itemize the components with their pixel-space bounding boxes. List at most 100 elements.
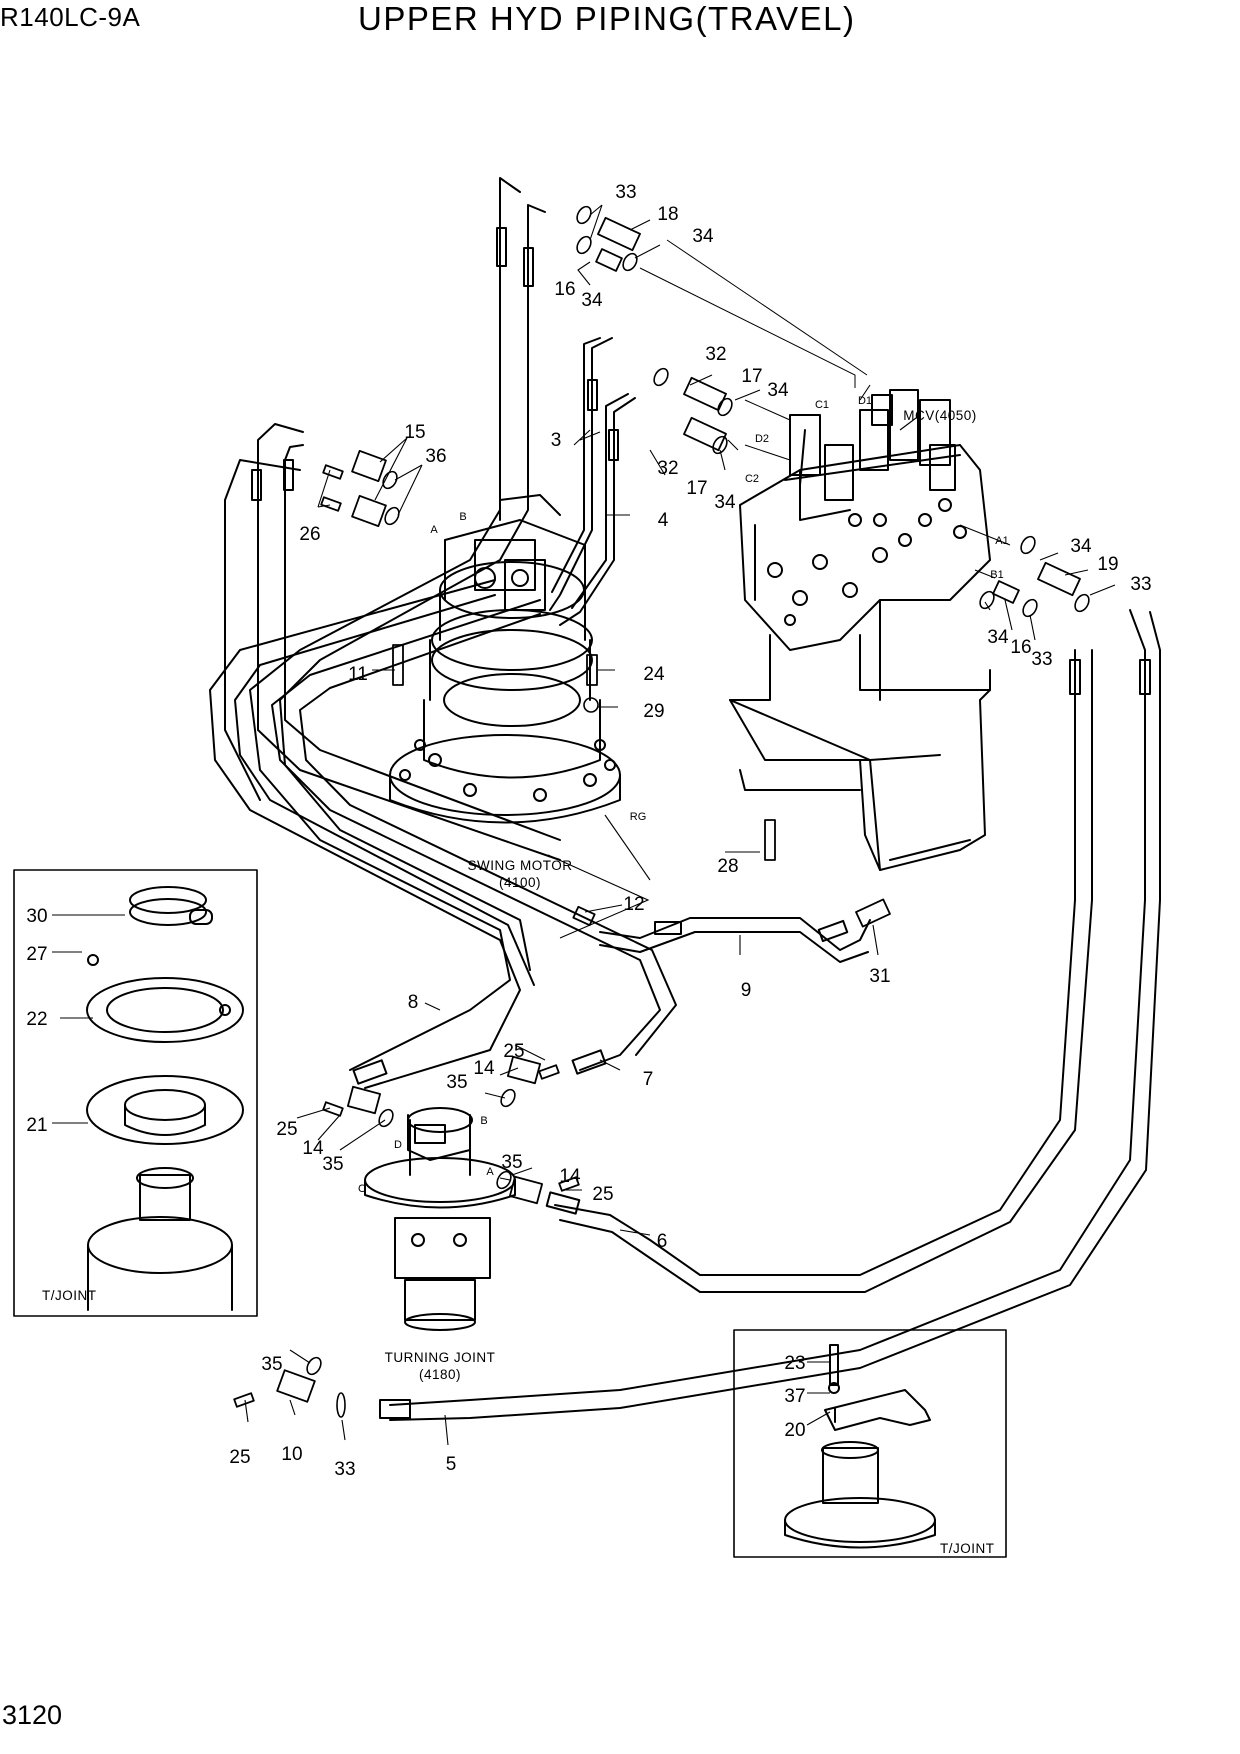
callout-35a: 35 xyxy=(446,1072,467,1093)
callout-23: 23 xyxy=(784,1353,805,1374)
callout-32a: 32 xyxy=(705,344,726,365)
port-b-tj: B xyxy=(480,1115,487,1127)
callout-33b: 33 xyxy=(1130,574,1151,595)
turning-joint-label: TURNING JOINT xyxy=(385,1350,496,1365)
turning-joint xyxy=(364,1107,516,1331)
callout-33c: 33 xyxy=(1031,649,1052,670)
port-guides xyxy=(639,239,1011,579)
callout-28: 28 xyxy=(717,856,738,877)
tjoint-left-label: T/JOINT xyxy=(42,1288,97,1303)
mcv-valve xyxy=(739,389,991,651)
callout-11: 11 xyxy=(348,664,368,685)
callout-27: 27 xyxy=(26,944,47,965)
tjoint-right-label: T/JOINT xyxy=(940,1541,995,1556)
callout-25d: 25 xyxy=(229,1447,250,1468)
callout-8: 8 xyxy=(408,992,419,1013)
port-a-tj: A xyxy=(486,1166,494,1178)
hose-8 xyxy=(209,579,521,1089)
swing-motor xyxy=(389,494,621,824)
inset-right-frame xyxy=(733,1329,1007,1558)
callout-34c: 34 xyxy=(767,380,789,401)
callout-layer: 33 18 34 16 34 32 17 34 3 32 17 34 4 15 … xyxy=(26,182,1151,1480)
hose-7 xyxy=(271,599,661,1071)
callout-33d: 33 xyxy=(334,1459,355,1480)
callout-7: 7 xyxy=(643,1069,654,1090)
swing-motor-label: SWING MOTOR xyxy=(468,858,573,873)
callout-34f: 34 xyxy=(987,627,1009,648)
callout-34d: 34 xyxy=(714,492,736,513)
callout-33a: 33 xyxy=(615,182,636,203)
callout-31: 31 xyxy=(869,966,890,987)
port-c2: C2 xyxy=(745,473,759,485)
mcv-label: MCV(4050) xyxy=(903,408,977,423)
callout-14a: 14 xyxy=(473,1058,495,1079)
hose-3 xyxy=(549,337,613,611)
callout-35b: 35 xyxy=(322,1154,343,1175)
hose-6 xyxy=(554,649,1076,1276)
callout-32b: 32 xyxy=(657,458,678,479)
hose-4 xyxy=(559,397,636,626)
callout-16a: 16 xyxy=(554,279,575,300)
callout-25c: 25 xyxy=(592,1184,613,1205)
callout-26: 26 xyxy=(299,524,320,545)
hose-9 xyxy=(599,917,871,951)
port-a-swing: A xyxy=(430,524,438,536)
page-title: UPPER HYD PIPING(TRAVEL) xyxy=(358,0,856,37)
hose-left-inner xyxy=(279,204,546,971)
callout-17a: 17 xyxy=(741,366,762,387)
callout-16b: 16 xyxy=(1010,637,1031,658)
callout-25a: 25 xyxy=(503,1041,524,1062)
port-d-tj: D xyxy=(394,1139,402,1151)
callout-10: 10 xyxy=(281,1444,302,1465)
port-a1: A1 xyxy=(995,535,1008,547)
inset-left-frame xyxy=(13,869,258,1317)
callout-35d: 35 xyxy=(261,1354,282,1375)
o-rings xyxy=(306,205,1090,1418)
hose-swing-ab-outer xyxy=(257,423,561,861)
swing-motor-ref: (4100) xyxy=(499,875,541,890)
inset-right-parts xyxy=(784,1344,936,1549)
callout-15: 15 xyxy=(404,422,425,443)
port-rg: RG xyxy=(630,811,647,823)
hose-5 xyxy=(389,609,1146,1406)
callout-12: 12 xyxy=(623,894,644,915)
callout-4: 4 xyxy=(658,510,669,531)
callout-14c: 14 xyxy=(559,1166,581,1187)
page-number: 3120 xyxy=(2,1700,63,1730)
callout-6: 6 xyxy=(657,1231,668,1252)
port-d2: D2 xyxy=(755,433,769,445)
callout-34b: 34 xyxy=(581,290,603,311)
port-d1: D1 xyxy=(858,395,872,407)
fittings xyxy=(233,216,1081,1408)
callout-30: 30 xyxy=(26,906,47,927)
callout-24: 24 xyxy=(643,664,665,685)
callout-21: 21 xyxy=(26,1115,47,1136)
callout-34a: 34 xyxy=(692,226,714,247)
port-b1: B1 xyxy=(990,569,1003,581)
turning-joint-ref: (4180) xyxy=(419,1367,461,1382)
hose-left-outer xyxy=(249,177,521,1071)
callout-17b: 17 xyxy=(686,478,707,499)
callout-9: 9 xyxy=(741,980,752,1001)
callout-35c: 35 xyxy=(501,1152,522,1173)
callout-5: 5 xyxy=(446,1454,457,1475)
callout-22: 22 xyxy=(26,1009,47,1030)
model-code: R140LC-9A xyxy=(0,2,141,32)
callout-3: 3 xyxy=(551,430,562,451)
mcv-bracket xyxy=(729,599,991,871)
callout-18: 18 xyxy=(657,204,678,225)
callout-14b: 14 xyxy=(302,1138,324,1159)
callout-20: 20 xyxy=(784,1420,805,1441)
port-c-tj: C xyxy=(358,1183,366,1195)
port-labels: C1 D1 D2 C2 A1 B1 A B RG B C D A xyxy=(358,395,1009,1195)
callout-34e: 34 xyxy=(1070,536,1092,557)
inset-left-parts xyxy=(86,886,244,1311)
callout-29: 29 xyxy=(643,701,664,722)
callout-37: 37 xyxy=(784,1386,805,1407)
port-b-swing: B xyxy=(459,511,466,523)
callout-25b: 25 xyxy=(276,1119,297,1140)
callout-36: 36 xyxy=(425,446,446,467)
port-c1: C1 xyxy=(815,399,829,411)
component-labels: SWING MOTOR (4100) TURNING JOINT (4180) … xyxy=(42,408,995,1556)
